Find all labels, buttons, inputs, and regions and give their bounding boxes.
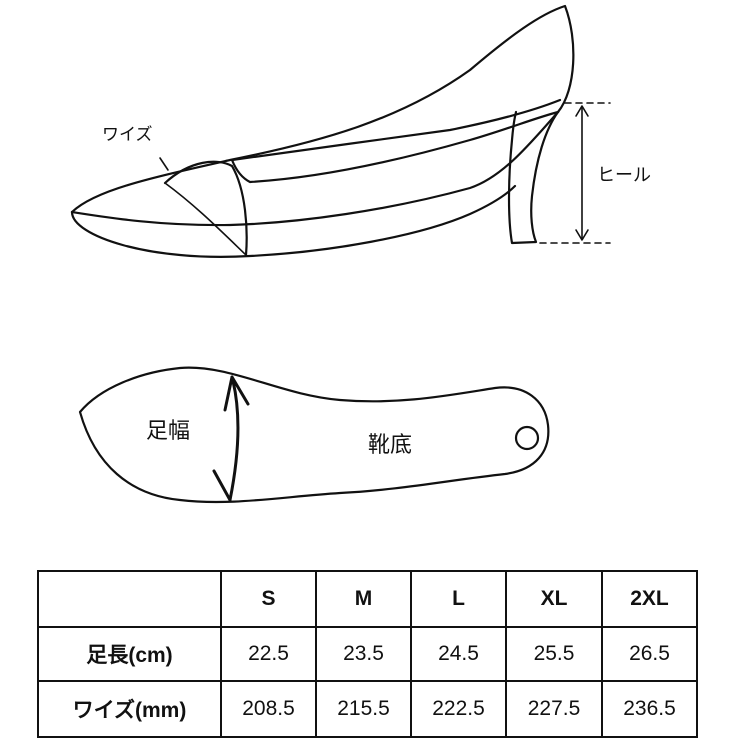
table-cell: 227.5	[505, 680, 603, 738]
table-cell: 24.5	[410, 626, 507, 682]
size-header-l: L	[410, 570, 507, 628]
insole-drawing	[78, 366, 550, 504]
width-label: ワイズ	[102, 125, 153, 145]
size-header-2xl: 2XL	[601, 570, 698, 628]
heel-label: ヒール	[597, 165, 651, 186]
table-cell: 26.5	[601, 626, 698, 682]
table-cell: 222.5	[410, 680, 507, 738]
heel-height-dimension	[539, 102, 611, 244]
table-cell: 208.5	[220, 680, 317, 738]
size-header-xl: XL	[505, 570, 603, 628]
table-cell: 22.5	[220, 626, 317, 682]
pump-shoe-drawing	[70, 4, 575, 258]
table-row: 足長(cm) 22.5 23.5 24.5 25.5 26.5	[37, 626, 698, 682]
table-corner-cell	[37, 570, 222, 628]
shoe-collar	[230, 98, 562, 162]
sole-label: 靴底	[368, 433, 413, 458]
size-chart-table: S M L XL 2XL 足長(cm) 22.5 23.5 24.5 25.5 …	[37, 570, 698, 738]
table-cell: 25.5	[505, 626, 603, 682]
table-cell: 236.5	[601, 680, 698, 738]
table-cell: 23.5	[315, 626, 412, 682]
insole-outline	[78, 366, 550, 504]
row-label-foot-length: 足長(cm)	[37, 626, 222, 682]
size-header-m: M	[315, 570, 412, 628]
size-guide-illustration	[70, 4, 611, 504]
shoe-upper-outline	[70, 4, 575, 214]
width-measure-curve	[163, 160, 248, 257]
table-row: ワイズ(mm) 208.5 215.5 222.5 227.5 236.5	[37, 680, 698, 738]
table-header-row: S M L XL 2XL	[37, 570, 698, 628]
size-header-s: S	[220, 570, 317, 628]
foot-width-label: 足幅	[146, 419, 191, 444]
shoe-heel	[507, 110, 560, 245]
shoe-sole-outline	[70, 184, 517, 258]
insole-hole	[514, 425, 540, 451]
foot-width-arrow	[212, 375, 250, 502]
row-label-width: ワイズ(mm)	[37, 680, 222, 738]
table-cell: 215.5	[315, 680, 412, 738]
